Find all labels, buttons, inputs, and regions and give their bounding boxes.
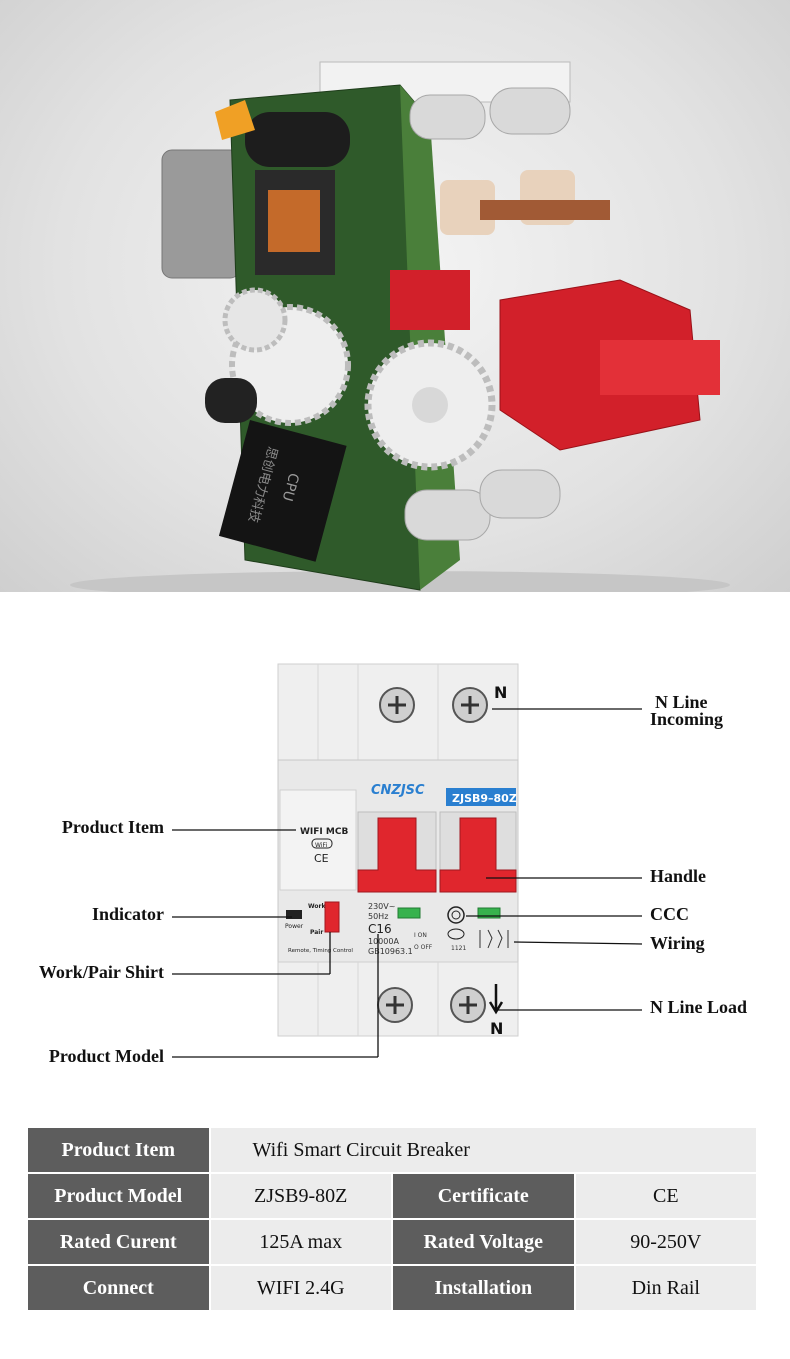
ce-mark: CE: [314, 852, 329, 865]
spec-label: Connect: [28, 1266, 209, 1310]
callout-n-line-incoming-line2: Incoming: [650, 709, 724, 729]
callout-handle: Handle: [650, 866, 707, 886]
handle-right[interactable]: [439, 817, 517, 893]
orange-component: [215, 100, 255, 140]
screw-top-right: [489, 87, 571, 135]
spec-value: Wifi Smart Circuit Breaker: [210, 1128, 756, 1172]
callout-ccc: CCC: [650, 904, 689, 924]
cpu-chip: CPU 思创电力科技: [218, 420, 347, 562]
callout-work-pair: Work/Pair Shirt: [38, 962, 164, 982]
gear-hub: [412, 387, 448, 423]
model-plate: [446, 788, 516, 806]
work-label: Work: [308, 903, 326, 910]
model-plate-text: ZJSB9–80Z: [452, 792, 517, 805]
breaker-illustration: N N CNZJSC ZJSB9–80Z WIFI MCB WiFi CE Po…: [172, 663, 643, 1058]
spec-label: Certificate: [392, 1174, 574, 1218]
work-pair-switch[interactable]: [324, 901, 340, 933]
breaker-diagram: N N CNZJSC ZJSB9–80Z WIFI MCB WiFi CE Po…: [0, 592, 790, 1102]
callout-n-line-incoming: N Line Incoming: [650, 692, 723, 730]
screw-top-1: [379, 687, 415, 723]
spec-value: Din Rail: [575, 1266, 756, 1310]
housing-part: [161, 149, 241, 279]
handle-left[interactable]: [357, 817, 437, 893]
power-indicator-led: [286, 910, 302, 919]
wifi-badge-icon: [311, 838, 333, 849]
rating-line-1: 230V~: [368, 902, 395, 911]
exploded-breaker-illustration: CPU 思创电力科技: [70, 61, 730, 592]
spec-value: 125A max: [210, 1220, 391, 1264]
arrow-down-icon: [488, 984, 504, 1015]
table-row: Product Item Wifi Smart Circuit Breaker: [28, 1128, 756, 1172]
red-latch: [390, 270, 470, 330]
brand-logo: CNZJSC: [371, 783, 425, 798]
wifi-badge-text: WiFi: [315, 842, 327, 849]
rating-line-2: 50Hz: [368, 912, 388, 921]
copper-coil: [268, 190, 320, 252]
module-title: WIFI MCB: [300, 827, 348, 837]
screw-bottom-left: [404, 489, 491, 541]
status-window-left: [397, 907, 421, 919]
callout-product-item: Product Item: [61, 817, 164, 837]
spec-label: Product Model: [28, 1174, 209, 1218]
rating-line-3: C16: [368, 922, 392, 936]
spec-label: Product Item: [28, 1128, 209, 1172]
spec-label: Rated Curent: [28, 1220, 209, 1264]
status-window-right: [477, 907, 501, 919]
table-row: Rated Curent 125A max Rated Voltage 90-2…: [28, 1220, 756, 1264]
callout-indicator: Indicator: [92, 904, 164, 924]
screw-bottom-1: [377, 987, 413, 1023]
ccc-code: 1121: [451, 945, 466, 952]
spec-table: Product Item Wifi Smart Circuit Breaker …: [26, 1126, 758, 1312]
on-label: I ON: [414, 932, 427, 939]
callout-n-line-incoming-line1: N Line: [655, 692, 708, 712]
cpu-label: CPU: [279, 471, 302, 503]
n-top-mark: N: [494, 683, 507, 702]
table-row: Product Model ZJSB9-80Z Certificate CE: [28, 1174, 756, 1218]
table-row: Connect WIFI 2.4G Installation Din Rail: [28, 1266, 756, 1310]
spec-label: Rated Voltage: [392, 1220, 574, 1264]
callout-wiring: Wiring: [650, 933, 705, 953]
callout-n-line-load: N Line Load: [650, 997, 748, 1017]
hero-image: CPU 思创电力科技: [0, 0, 790, 592]
ceramic-block: [440, 180, 495, 235]
rating-line-4: 10000A: [368, 937, 399, 946]
spec-value: 90-250V: [575, 1220, 756, 1264]
power-label: Power: [285, 923, 304, 930]
spec-value: CE: [575, 1174, 756, 1218]
wifi-module-face: [279, 789, 357, 891]
cqc-mark-icon: [447, 928, 465, 940]
capacitor: [245, 112, 350, 167]
screw-top-left: [409, 94, 486, 140]
off-label: O OFF: [414, 944, 433, 951]
pair-label: Pair: [310, 929, 323, 936]
small-capacitor: [205, 378, 257, 423]
remote-label: Remote, Timing Control: [288, 948, 353, 954]
spec-value: ZJSB9-80Z: [210, 1174, 391, 1218]
screw-bottom-right: [479, 469, 561, 519]
ccc-mark-icon: [447, 906, 465, 924]
screw-top-2: [452, 687, 488, 723]
callout-product-model: Product Model: [48, 1046, 164, 1066]
screw-bottom-2: [450, 987, 486, 1023]
spec-label: Installation: [392, 1266, 574, 1310]
n-bottom-mark: N: [490, 1019, 503, 1038]
rating-line-5: GB10963.1: [368, 947, 413, 956]
red-lever: [600, 340, 720, 395]
spec-value: WIFI 2.4G: [210, 1266, 391, 1310]
copper-bar: [480, 200, 610, 220]
wiring-diagram-icon: [479, 929, 509, 949]
gear-small: [222, 287, 288, 353]
